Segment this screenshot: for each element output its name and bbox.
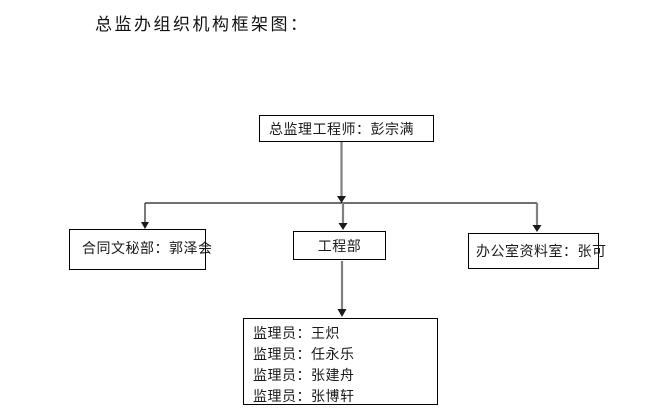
supervisor-line: 监理员：张建舟 [253,367,355,383]
supervisor-line: 监理员：王炽 [253,325,340,341]
arrowhead-members [337,309,347,317]
node-contract-secretarial-dept: 合同文秘部：郭泽会 [69,229,212,270]
page-title: 总监办组织机构框架图： [95,15,310,34]
node-engineering-dept: 工程部 [293,231,386,260]
node-office-archives-room: 办公室资料室：张可 [468,233,606,269]
arrowhead-center [338,223,348,230]
node-chief-supervision-engineer: 总监理工程师：彭宗满 [259,115,434,142]
arrowhead-right [532,225,542,232]
node-office-archives-room-label: 办公室资料室：张可 [476,243,607,259]
supervisor-line: 监理员：任永乐 [253,346,355,362]
node-engineering-dept-label: 工程部 [317,237,362,254]
arrowhead-root [337,196,346,203]
supervisor-line: 监理员：张博轩 [253,388,355,404]
node-supervisors-list: 监理员：王炽 监理员：任永乐 监理员：张建舟 监理员：张博轩 [243,318,438,405]
node-chief-supervision-engineer-label: 总监理工程师：彭宗满 [269,120,414,137]
node-contract-secretarial-dept-label: 合同文秘部：郭泽会 [82,240,213,256]
arrowhead-left [141,222,149,229]
